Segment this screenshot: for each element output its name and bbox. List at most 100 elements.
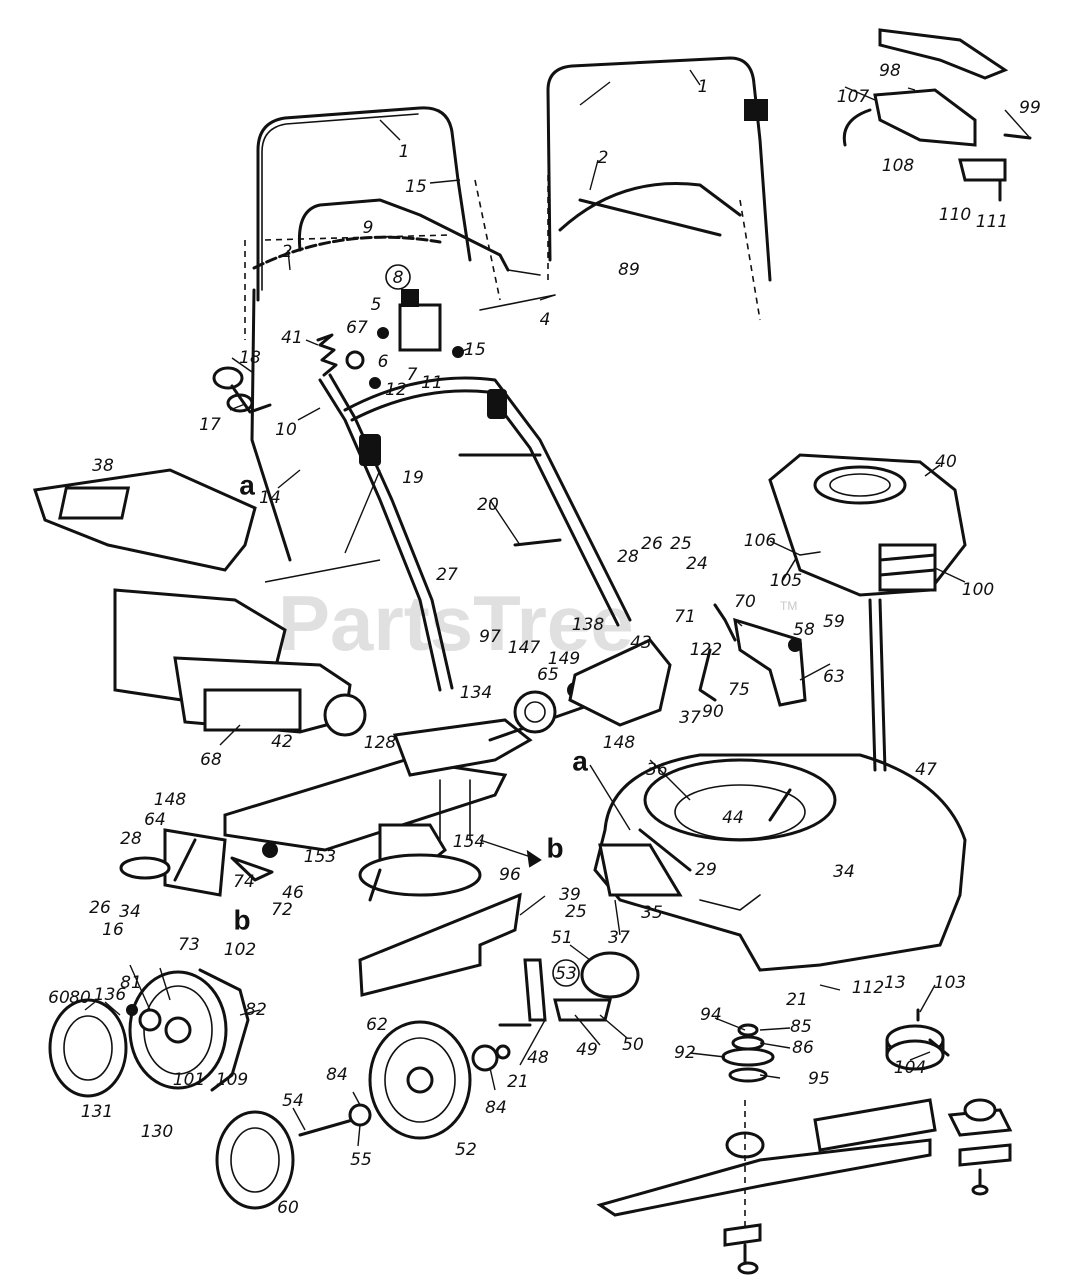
callout-24: 24 [686,554,708,574]
mower-deck [593,753,967,972]
callout-130: 130 [141,1122,173,1142]
callout-1: 1 [399,142,410,162]
callout-92: 92 [674,1043,696,1063]
handle-dash-guides [244,179,501,340]
blade-adapter-alt [947,1098,1013,1196]
callout-110: 110 [939,205,971,225]
control-washer [369,377,381,389]
callout-60: 60 [277,1198,299,1218]
callout-148: 148 [154,790,187,810]
handle-clamp [744,99,768,121]
engine-pulley [885,1008,950,1071]
callout-19: 19 [402,468,424,488]
callout-63: 63 [823,667,845,687]
callout-105: 105 [770,571,802,591]
bracket-nut [788,638,802,652]
callout-37: 37 [679,708,701,728]
callout-26: 26 [89,898,111,918]
rear-hubcap [48,998,128,1098]
letter-a: a [572,745,588,776]
callout-68: 68 [200,750,222,770]
callout-47: 47 [915,760,937,780]
rear-wheel-assembly [128,968,250,1092]
engine [768,453,967,772]
callout-38: 38 [92,456,114,476]
callout-128: 128 [364,733,397,753]
callout-6: 6 [378,352,389,372]
callout-148: 148 [603,733,636,753]
callout-74: 74 [233,872,255,892]
callout-60: 60 [48,988,70,1008]
handle-knob [212,366,272,414]
callout-94: 94 [700,1005,722,1025]
callout-2: 2 [282,242,293,262]
callout-98: 98 [879,61,901,81]
control-housing [398,303,442,352]
arrow-b-head [526,849,542,868]
spring [316,333,338,377]
callout-5: 5 [371,295,382,315]
callout-90: 90 [702,702,724,722]
callout-29: 29 [695,860,717,880]
callout-154: 154 [453,832,485,852]
callout-42: 42 [271,732,293,752]
callout-36: 36 [646,760,668,780]
handle-cable-grip [250,235,442,562]
upper-handle [256,106,472,302]
callout-99: 99 [1019,98,1041,118]
callout-106: 106 [744,531,777,551]
callout-81: 81 [120,973,142,993]
callout-44: 44 [722,808,744,828]
rear-deck-flap [223,718,533,852]
callout-54: 54 [282,1091,304,1111]
grass-bag [113,588,367,737]
callout-122: 122 [690,640,722,660]
callout-136: 136 [94,985,127,1005]
callout-35: 35 [641,903,663,923]
callout-82: 82 [245,1000,267,1020]
wheel-bearing [126,1004,162,1032]
callout-89: 89 [618,260,640,280]
callout-28: 28 [120,829,142,849]
callout-86: 86 [792,1038,814,1058]
callout-34: 34 [833,862,855,882]
callout-147: 147 [508,638,541,658]
callout-1: 1 [698,77,709,97]
callout-131: 131 [81,1102,113,1122]
callout-50: 50 [622,1035,644,1055]
callout-18: 18 [239,348,261,368]
handle-bracket [487,389,507,419]
letter-b: b [546,832,563,863]
cable-clip [359,434,381,466]
callout-58: 58 [793,620,815,640]
callout-84: 84 [485,1098,507,1118]
callout-138: 138 [572,615,605,635]
watermark-trademark: TM [780,599,797,613]
callout-108: 108 [882,156,915,176]
callout-102: 102 [224,940,256,960]
callout-104: 104 [894,1058,926,1078]
callout-21: 21 [507,1072,529,1092]
callout-9: 9 [363,218,374,238]
callout-15: 15 [464,340,486,360]
callout-20: 20 [477,495,499,515]
callout-100: 100 [962,580,994,600]
callout-16: 16 [102,920,124,940]
control-screw [452,346,464,358]
throttle-rod [713,603,737,642]
letter-a: a [239,469,255,500]
watermark: PartsTree [278,579,634,667]
callout-84: 84 [326,1065,348,1085]
callout-97: 97 [479,627,501,647]
callout-53: 53 [555,964,577,984]
control-rod [479,294,556,311]
callout-134: 134 [460,683,492,703]
callout-55: 55 [350,1150,372,1170]
callout-73: 73 [178,935,200,955]
bail-control [297,198,541,276]
callout-7: 7 [407,365,418,385]
callout-59: 59 [823,612,845,632]
callout-8-ring [385,264,411,290]
blade-assembly [596,1098,937,1275]
callout-71: 71 [674,607,696,627]
